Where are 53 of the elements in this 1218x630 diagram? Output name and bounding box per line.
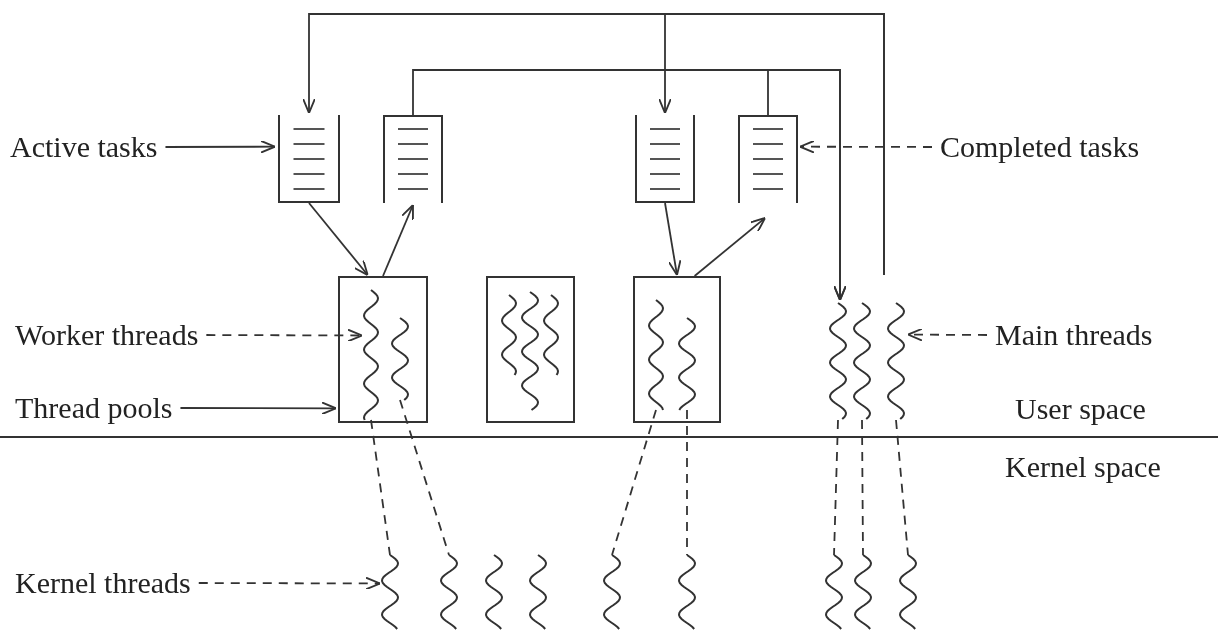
wavy-thread-line [500,295,518,375]
wavy-thread-line [362,290,380,420]
wavy-thread-line [647,300,665,410]
wavy-thread-line [520,292,540,410]
thread-pool-box [633,276,721,423]
wavy-thread-line [677,555,697,630]
wavy-thread-line [528,555,548,630]
task-queue [383,115,443,203]
thread-pool-box [338,276,428,423]
region-label: Kernel space [1005,450,1161,484]
wavy-thread-line [602,555,622,630]
callout-label: Main threads [995,318,1153,352]
task-queue [278,115,340,203]
arrow [308,202,369,276]
arrow [658,13,885,276]
callout-label: Active tasks [10,130,158,164]
arrow [205,328,363,343]
arrow [179,401,337,416]
arrow [164,139,276,154]
task-queue [635,115,695,203]
region-label: User space [1015,392,1146,426]
arrow [693,217,766,277]
callout-label: Thread pools [15,391,173,425]
callout-label: Completed tasks [940,130,1140,164]
wavy-thread-line [677,318,697,410]
arrow [799,139,933,154]
wavy-thread-line [390,318,410,400]
callout-label: Kernel threads [15,566,191,600]
wavy-thread-line [439,555,459,630]
connector-line [399,399,450,556]
wavy-thread-line [828,303,848,420]
wavy-thread-line [898,555,918,630]
arrow [197,576,381,591]
wavy-thread-line [380,555,400,630]
connector-line [370,419,391,556]
arrow [767,69,847,301]
connector-line [611,409,657,556]
arrow [907,327,988,342]
wavy-thread-line [852,303,872,420]
wavy-thread-line [824,555,844,630]
arrow [382,204,414,277]
connector-line [895,419,909,556]
wavy-thread-line [886,303,906,420]
connector-line [686,409,688,556]
connector-line [833,419,839,556]
thread-pool-box [486,276,575,423]
wavy-thread-line [542,295,560,375]
wavy-thread-line [853,555,873,630]
wavy-thread-line [484,555,504,630]
arrow [664,202,682,276]
task-queue [738,115,798,203]
callout-label: Worker threads [15,318,199,352]
connector-line [861,419,864,556]
